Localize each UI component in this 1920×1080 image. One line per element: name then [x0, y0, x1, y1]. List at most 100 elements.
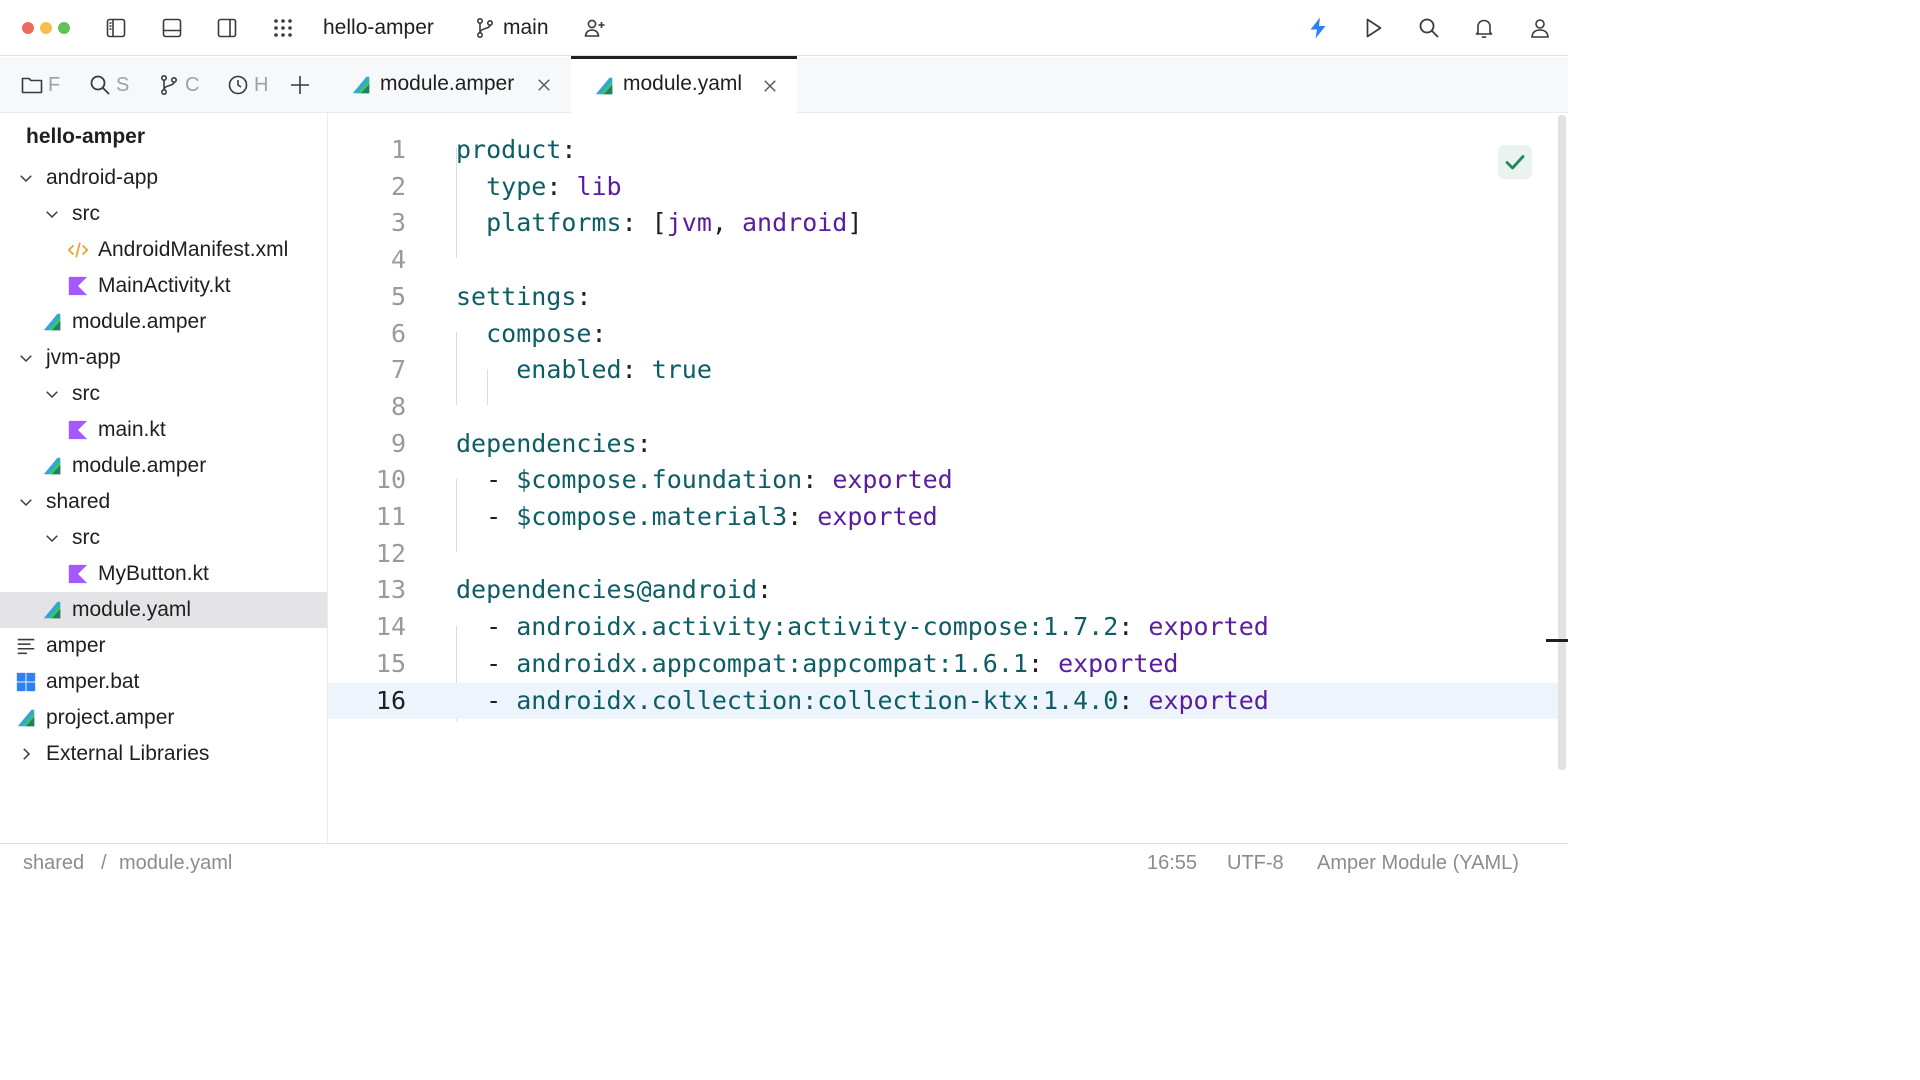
- line-number[interactable]: 1: [390, 135, 406, 164]
- breadcrumb-file[interactable]: module.yaml: [119, 852, 233, 874]
- chevron-down-icon[interactable]: [42, 204, 62, 224]
- code-line[interactable]: 10 - $compose.foundation: exported: [328, 462, 1558, 498]
- add-user-icon[interactable]: [578, 12, 610, 44]
- tree-item-main-activity[interactable]: MainActivity.kt: [0, 268, 327, 304]
- tree-item-module-amper[interactable]: module.amper: [0, 304, 327, 340]
- cursor-position[interactable]: 16:55: [1147, 852, 1198, 874]
- line-number[interactable]: 10: [375, 465, 406, 494]
- close-icon[interactable]: [535, 76, 553, 94]
- code-token: [456, 319, 486, 348]
- line-number[interactable]: 6: [390, 319, 406, 348]
- code-token: ]: [847, 208, 863, 237]
- branch-icon[interactable]: [469, 12, 501, 44]
- right-sidebar-icon[interactable]: [211, 12, 243, 44]
- tree-item-module-yaml[interactable]: module.yaml: [0, 592, 327, 628]
- editor-tab-module-yaml[interactable]: module.yaml: [571, 56, 797, 113]
- line-number[interactable]: 14: [375, 612, 406, 641]
- tree-item-main-kt[interactable]: main.kt: [0, 412, 327, 448]
- maximize-window-button[interactable]: [58, 22, 70, 34]
- run-icon[interactable]: [1357, 12, 1389, 44]
- line-number[interactable]: 15: [375, 649, 406, 678]
- code-line[interactable]: 11 - $compose.material3: exported: [328, 499, 1558, 535]
- code-line[interactable]: 8: [328, 389, 1558, 425]
- code-line[interactable]: 14 - androidx.activity:activity-compose:…: [328, 609, 1558, 645]
- tree-item-src[interactable]: src: [0, 520, 327, 556]
- tree-item-project-amper[interactable]: project.amper: [0, 700, 327, 736]
- lightning-icon[interactable]: [1302, 12, 1334, 44]
- tree-item-jvm-app[interactable]: jvm-app: [0, 340, 327, 376]
- code-token: -: [456, 612, 517, 641]
- line-number[interactable]: 11: [375, 502, 406, 531]
- line-number[interactable]: 13: [375, 575, 406, 604]
- project-name[interactable]: hello-amper: [323, 16, 434, 39]
- bell-icon[interactable]: [1468, 12, 1500, 44]
- code-line[interactable]: 4: [328, 242, 1558, 278]
- tab-files[interactable]: F: [20, 71, 66, 99]
- app-grid-icon[interactable]: [267, 12, 299, 44]
- chevron-down-icon[interactable]: [42, 528, 62, 548]
- line-number[interactable]: 5: [390, 282, 406, 311]
- tree-item-amper-bat[interactable]: amper.bat: [0, 664, 327, 700]
- chevron-down-icon[interactable]: [42, 384, 62, 404]
- search-icon[interactable]: [1413, 12, 1445, 44]
- close-window-button[interactable]: [22, 22, 34, 34]
- code-token: : [: [621, 208, 667, 237]
- file-type[interactable]: Amper Module (YAML): [1317, 852, 1519, 874]
- line-number[interactable]: 16: [375, 686, 406, 715]
- line-number[interactable]: 2: [390, 172, 406, 201]
- plus-icon[interactable]: [288, 71, 314, 99]
- code-token: -: [456, 465, 517, 494]
- code-token: [456, 208, 486, 237]
- line-number[interactable]: 9: [390, 429, 406, 458]
- chevron-right-icon[interactable]: [16, 744, 36, 764]
- tree-item-src[interactable]: src: [0, 196, 327, 232]
- breadcrumb-folder[interactable]: shared: [23, 852, 85, 874]
- code-line[interactable]: 15 - androidx.appcompat:appcompat:1.6.1:…: [328, 646, 1558, 682]
- chevron-down-icon[interactable]: [16, 168, 36, 188]
- minimize-window-button[interactable]: [40, 22, 52, 34]
- left-sidebar-icon[interactable]: [100, 12, 132, 44]
- code-line[interactable]: 16 - androidx.collection:collection-ktx:…: [328, 683, 1558, 719]
- close-icon[interactable]: [761, 77, 779, 95]
- tree-root[interactable]: hello-amper: [0, 119, 327, 155]
- line-number[interactable]: 8: [390, 392, 406, 421]
- user-icon[interactable]: [1524, 12, 1556, 44]
- editor-tab-module-amper[interactable]: module.amper: [328, 57, 570, 113]
- tree-item-module-amper[interactable]: module.amper: [0, 448, 327, 484]
- branch-name[interactable]: main: [503, 16, 549, 39]
- tree-item-src[interactable]: src: [0, 376, 327, 412]
- code-token: platforms: [486, 208, 622, 237]
- tree-item-shared[interactable]: shared: [0, 484, 327, 520]
- line-number[interactable]: 4: [390, 245, 406, 274]
- line-number[interactable]: 12: [375, 539, 406, 568]
- chevron-down-icon[interactable]: [16, 492, 36, 512]
- tree-item-amper-script[interactable]: amper: [0, 628, 327, 664]
- code-token: androidx.appcompat:appcompat:1.6.1: [516, 649, 1028, 678]
- tree-item-android-manifest[interactable]: AndroidManifest.xml: [0, 232, 327, 268]
- line-number[interactable]: 7: [390, 355, 406, 384]
- chevron-down-icon[interactable]: [16, 348, 36, 368]
- code-line[interactable]: 12: [328, 536, 1558, 572]
- file-encoding[interactable]: UTF-8: [1227, 852, 1284, 874]
- tab-history[interactable]: H: [226, 71, 272, 99]
- code-token: :: [636, 429, 652, 458]
- tab-commit[interactable]: C: [157, 71, 203, 99]
- line-number[interactable]: 3: [390, 208, 406, 237]
- editor-scrollbar[interactable]: [1558, 115, 1566, 770]
- code-line[interactable]: 3 platforms: [jvm, android]: [328, 205, 1558, 241]
- code-line[interactable]: 2 type: lib: [328, 169, 1558, 205]
- tree-item-mybutton[interactable]: MyButton.kt: [0, 556, 327, 592]
- code-token: -: [456, 649, 517, 678]
- tree-item-android-app[interactable]: android-app: [0, 160, 327, 196]
- code-line[interactable]: 7 enabled: true: [328, 352, 1558, 388]
- bottom-panel-icon[interactable]: [156, 12, 188, 44]
- tree-item-external-libraries[interactable]: External Libraries: [0, 736, 327, 772]
- code-line[interactable]: 6 compose:: [328, 316, 1558, 352]
- inspection-ok-icon[interactable]: [1498, 145, 1532, 179]
- tab-search[interactable]: S: [88, 71, 134, 99]
